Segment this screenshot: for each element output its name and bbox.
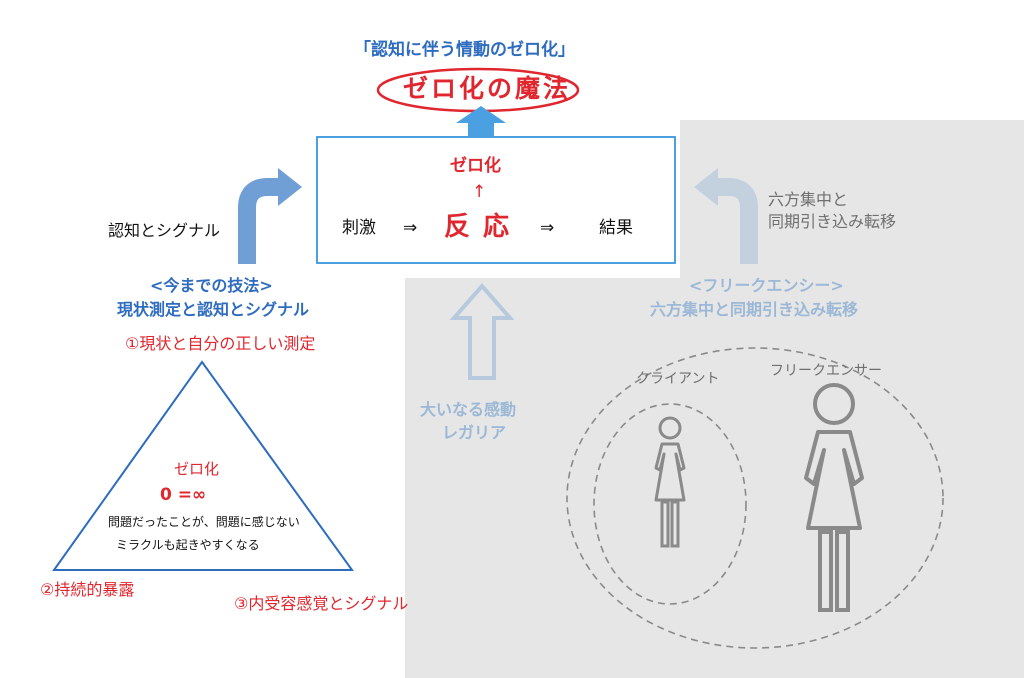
box-up-arrow: ↑ — [472, 182, 487, 202]
triangle-equation: 0 =∞ — [160, 485, 207, 505]
frequencer-label: フリークエンサー — [770, 363, 882, 379]
arrow-right-2: ⇒ — [540, 218, 555, 238]
right-curve-label-1: 六方集中と — [768, 190, 849, 209]
page-title: ゼロ化の魔法 — [403, 74, 572, 103]
stimulus-label: 刺激 — [342, 218, 376, 238]
triangle-zero-label: ゼロ化 — [174, 460, 220, 478]
client-label: クライアント — [636, 371, 720, 387]
frequency-diagram — [566, 347, 944, 649]
frequencer-person-icon — [804, 383, 864, 612]
box-zero-label: ゼロ化 — [450, 156, 501, 176]
right-curve-label-2: 同期引き込み転移 — [768, 212, 897, 231]
right-heading-2: 六方集中と同期引き込み転移 — [650, 300, 859, 319]
up-arrow-icon — [456, 106, 506, 140]
header-subtitle: 「認知に伴う情動のゼロ化」 — [354, 40, 575, 60]
arrow-right-1: ⇒ — [403, 218, 418, 238]
left-curve-label: 認知とシグナル — [108, 221, 221, 240]
triangle-diagram — [52, 360, 354, 571]
left-heading-1: <今までの技法> — [150, 276, 273, 295]
point-3: ③内受容感覚とシグナル — [234, 594, 409, 613]
point-1: ①現状と自分の正しい測定 — [125, 334, 316, 353]
reaction-label: 反 応 — [444, 212, 512, 242]
right-heading-1: <フリークエンシー> — [689, 276, 844, 295]
reaction-box — [316, 136, 676, 264]
hollow-up-arrow-icon — [450, 282, 514, 380]
right-curved-arrow-icon — [694, 168, 758, 264]
result-label: 結果 — [599, 218, 633, 238]
triangle-text-2: ミラクルも起きやすくなる — [116, 538, 260, 552]
point-2: ②持続的暴露 — [40, 580, 135, 599]
client-person-icon — [654, 416, 686, 548]
emotion-label-2: レガリア — [442, 423, 507, 442]
left-heading-2: 現状測定と認知とシグナル — [117, 300, 310, 319]
emotion-label-1: 大いなる感動 — [420, 400, 517, 419]
triangle-text-1: 問題だったことが、問題に感じない — [108, 515, 300, 529]
left-curved-arrow-icon — [238, 168, 302, 264]
